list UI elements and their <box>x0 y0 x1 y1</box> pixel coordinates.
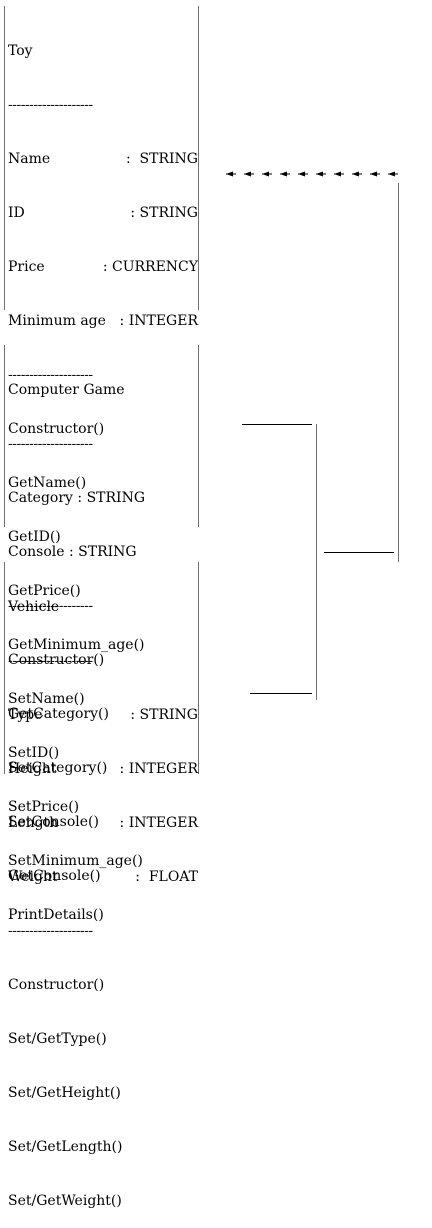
inheritance-connectors <box>226 171 404 700</box>
method: Set/GetLength() <box>8 1139 123 1155</box>
attribute-type: : INTEGER <box>119 313 198 329</box>
separator: -------------------- <box>8 436 93 452</box>
attribute-name: Price <box>8 259 45 275</box>
attribute-row: Category : STRING <box>8 489 198 507</box>
attribute-row: Length : INTEGER <box>8 814 198 832</box>
method: GetID() <box>8 529 61 545</box>
separator: -------------------- <box>8 367 93 383</box>
method: Constructor() <box>8 421 105 437</box>
attribute-type: : INTEGER <box>119 815 198 831</box>
class-title: Toy <box>8 43 33 59</box>
attribute-name: Console <box>8 544 65 560</box>
separator: -------------------- <box>8 653 93 669</box>
class-title: Computer Game <box>8 382 125 398</box>
attribute-name: Name <box>8 151 51 167</box>
attribute-name: Length <box>8 815 59 831</box>
attribute-type: : FLOAT <box>135 869 198 885</box>
attribute-type: : STRING <box>77 490 146 506</box>
attribute-row: Weight : FLOAT <box>8 868 198 886</box>
attribute-type: : STRING <box>69 544 137 560</box>
attribute-name: Height <box>8 761 57 777</box>
method: Set/GetType() <box>8 1031 107 1047</box>
attribute-name: ID <box>8 205 25 221</box>
attribute-type: : STRING <box>130 205 198 221</box>
attribute-row: Type : STRING <box>8 706 198 724</box>
attribute-type: : STRING <box>125 151 198 167</box>
separator: -------------------- <box>8 97 93 113</box>
attribute-type: : CURRENCY <box>102 259 198 275</box>
method: Constructor() <box>8 977 105 993</box>
attribute-type: : INTEGER <box>119 761 198 777</box>
attribute-row: Name : STRING <box>8 150 198 168</box>
attribute-name: Type <box>8 707 43 723</box>
method: GetMinimum_age() <box>8 637 145 653</box>
attribute-row: Height : INTEGER <box>8 760 198 778</box>
attribute-row: Minimum age : INTEGER <box>8 312 198 330</box>
attribute-row: ID : STRING <box>8 204 198 222</box>
attribute-name: Weight <box>8 869 58 885</box>
method: Constructor() <box>8 652 105 668</box>
attribute-name: Minimum age <box>8 313 106 329</box>
method: Set/GetWeight() <box>8 1193 122 1209</box>
attribute-name: Category <box>8 490 73 506</box>
method: GetName() <box>8 475 87 491</box>
separator: -------------------- <box>8 923 93 939</box>
method: Set/GetHeight() <box>8 1085 121 1101</box>
class-title: Vehicle <box>8 599 60 615</box>
attribute-type: : STRING <box>130 707 198 723</box>
method: SetID() <box>8 745 60 761</box>
method: SetCategory() <box>8 760 108 776</box>
separator: -------------------- <box>8 598 93 614</box>
method: GetCategory() <box>8 706 109 722</box>
method: GetPrice() <box>8 583 81 599</box>
method: SetName() <box>8 691 85 707</box>
attribute-row: Console : STRING <box>8 543 198 561</box>
attribute-row: Price : CURRENCY <box>8 258 198 276</box>
inheritance-arrow <box>226 171 404 177</box>
